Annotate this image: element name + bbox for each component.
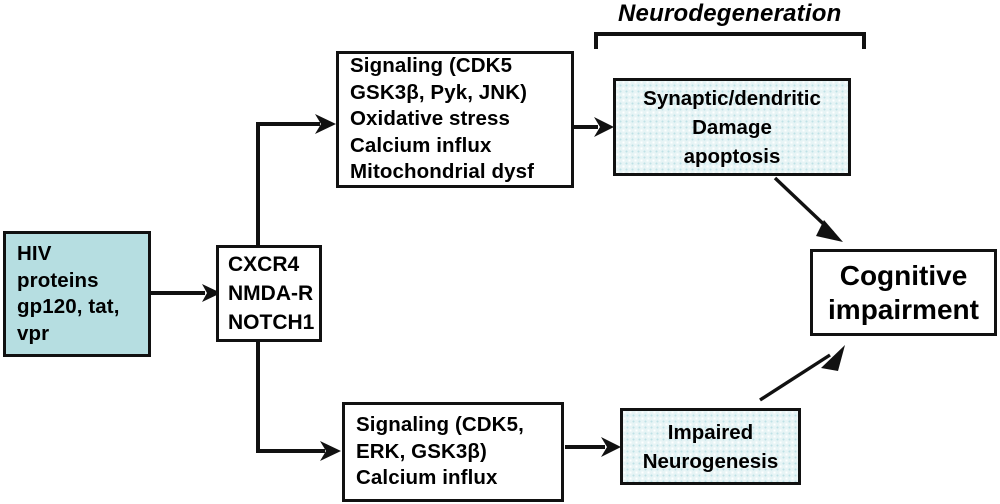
- impaired-neurogenesis-line-2: Neurogenesis: [642, 449, 779, 473]
- bottom-signaling-line-3: Calcium influx: [356, 466, 498, 490]
- edge-neurogenesis-to-cognitive: [759, 345, 845, 402]
- edge-synaptic-to-cognitive: [773, 176, 843, 242]
- node-receptors[interactable]: CXCR4 NMDA-R NOTCH1: [216, 245, 322, 342]
- top-signaling-line-4: Calcium influx: [350, 133, 492, 157]
- node-cognitive-impairment[interactable]: Cognitive impairment: [810, 249, 997, 336]
- receptors-line-3: NOTCH1: [228, 311, 315, 334]
- node-hiv-proteins[interactable]: HIV proteins gp120, tat, vpr: [3, 231, 151, 357]
- node-synaptic-damage[interactable]: Synaptic/dendritic Damage apoptosis: [613, 78, 851, 176]
- edge-bottom-signaling-to-neurogenesis: [565, 437, 621, 457]
- receptors-line-1: CXCR4: [228, 253, 300, 276]
- bottom-signaling-line-1: Signaling (CDK5,: [356, 413, 524, 437]
- synaptic-damage-line-1: Synaptic/dendritic: [643, 86, 821, 110]
- top-signaling-line-1: Signaling (CDK5: [350, 54, 513, 78]
- edge-hiv-to-receptors: [151, 284, 221, 302]
- top-signaling-line-2: GSK3β, Pyk, JNK): [350, 80, 528, 104]
- receptors-line-2: NMDA-R: [228, 282, 314, 305]
- hiv-proteins-line-4: vpr: [17, 321, 50, 345]
- node-bottom-signaling[interactable]: Signaling (CDK5, ERK, GSK3β) Calcium inf…: [342, 402, 564, 502]
- node-top-signaling[interactable]: Signaling (CDK5 GSK3β, Pyk, JNK) Oxidati…: [336, 51, 574, 188]
- hiv-proteins-line-3: gp120, tat,: [17, 295, 120, 318]
- hiv-proteins-line-2: proteins: [17, 268, 99, 292]
- node-impaired-neurogenesis[interactable]: Impaired Neurogenesis: [620, 408, 801, 485]
- bottom-signaling-line-2: ERK, GSK3β): [356, 439, 487, 463]
- synaptic-damage-line-2: Damage: [692, 115, 772, 139]
- edge-receptors-to-top-signaling: [256, 114, 336, 245]
- edge-top-signaling-to-synaptic: [574, 117, 614, 137]
- edge-receptors-to-bottom-signaling: [256, 342, 341, 461]
- neurodegeneration-label: Neurodegeneration: [618, 0, 842, 27]
- impaired-neurogenesis-line-1: Impaired: [667, 420, 754, 444]
- cognitive-impairment-line-1: Cognitive: [839, 259, 968, 291]
- synaptic-damage-line-3: apoptosis: [683, 144, 781, 168]
- top-signaling-line-5: Mitochondrial dysf: [350, 160, 535, 184]
- top-signaling-line-3: Oxidative stress: [350, 107, 510, 131]
- hiv-proteins-line-1: HIV: [17, 242, 52, 265]
- neurodegeneration-bracket: [594, 32, 866, 49]
- cognitive-impairment-line-2: impairment: [828, 293, 979, 325]
